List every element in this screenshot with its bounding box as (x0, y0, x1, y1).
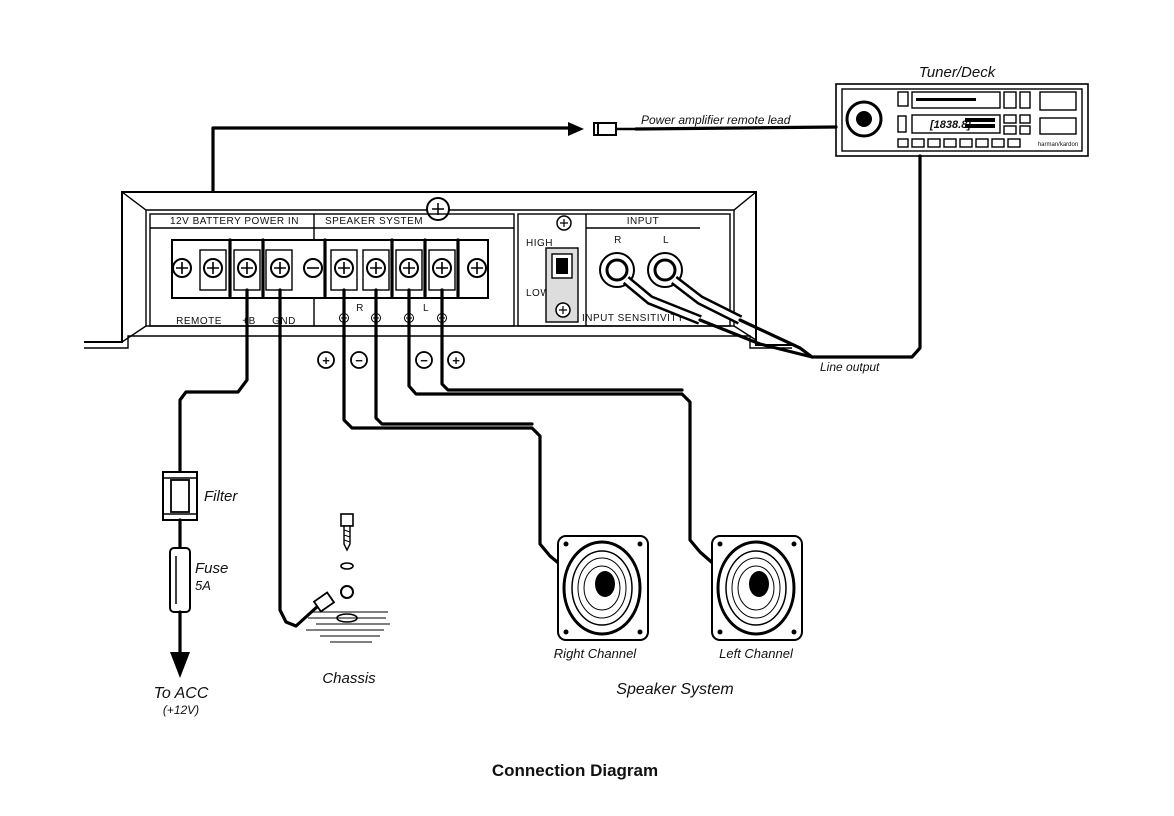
amplifier: 12V BATTERY POWER IN SPEAKER SYSTEM REMO… (84, 192, 792, 348)
filter-label: Filter (204, 488, 238, 505)
svg-text:−: − (420, 353, 428, 368)
left-channel-label: Left Channel (719, 646, 794, 661)
plus-b-terminal-label: +B (242, 316, 256, 327)
input-r-label: R (614, 235, 622, 246)
polarity-plus-r: + (318, 352, 334, 368)
brand-logo: harman/kardon (1038, 142, 1078, 148)
polarity-minus-l: − (416, 352, 432, 368)
input-section-label: INPUT (627, 216, 660, 227)
svg-text:−: − (355, 353, 363, 368)
terminal-end-left (173, 259, 191, 277)
acc-label: To ACC (154, 685, 209, 702)
terminal-end-right (468, 259, 486, 277)
line-output-label: Line output (820, 360, 880, 374)
power-wire: Filter Fuse 5A To ACC (+12V) (154, 290, 247, 717)
chassis-bolt-icon (337, 514, 357, 622)
terminal-r-plus (331, 250, 357, 290)
remote-terminal-label: REMOTE (176, 316, 222, 327)
speaker-r-label: R (356, 303, 364, 314)
fuse-label: Fuse (195, 560, 228, 577)
arrow-down-icon (170, 652, 190, 678)
svg-text:+: + (452, 353, 460, 368)
fuse-icon (170, 548, 190, 612)
terminal-remote (200, 250, 226, 290)
speaker-section-label: SPEAKER SYSTEM (325, 216, 423, 227)
right-channel-label: Right Channel (554, 646, 637, 661)
terminal-l-plus (429, 250, 455, 290)
terminal-blank (304, 259, 322, 277)
power-section-label: 12V BATTERY POWER IN (170, 216, 299, 227)
gnd-terminal-label: GND (272, 316, 296, 327)
terminal-plus-b (234, 250, 260, 290)
input-l-label: L (663, 235, 669, 246)
tuner-deck-label: Tuner/Deck (919, 64, 997, 81)
remote-lead-label: Power amplifier remote lead (641, 113, 791, 127)
diagram-title: Connection Diagram (492, 761, 658, 780)
terminal-l-minus (396, 250, 422, 290)
left-speaker-icon (712, 536, 802, 640)
polarity-plus-l: + (448, 352, 464, 368)
ring-terminal-icon (341, 586, 353, 598)
ground-wire: Chassis (280, 290, 390, 687)
tuner-display-text: [1838.8] (929, 119, 971, 131)
right-speaker-icon (558, 536, 648, 640)
svg-text:+: + (322, 353, 330, 368)
terminal-gnd (266, 250, 292, 290)
terminal-r-minus (363, 250, 389, 290)
speaker-l-label: L (423, 303, 429, 314)
polarity-minus-r: − (351, 352, 367, 368)
chassis-label: Chassis (322, 670, 376, 687)
fuse-rating-label: 5A (195, 578, 211, 593)
input-sensitivity-label: INPUT SENSITIVITY (582, 313, 684, 324)
speaker-system-label: Speaker System (616, 681, 733, 698)
acc-voltage-label: (+12V) (163, 703, 199, 717)
tuner-deck: Tuner/Deck [1838.8] h (836, 64, 1088, 156)
